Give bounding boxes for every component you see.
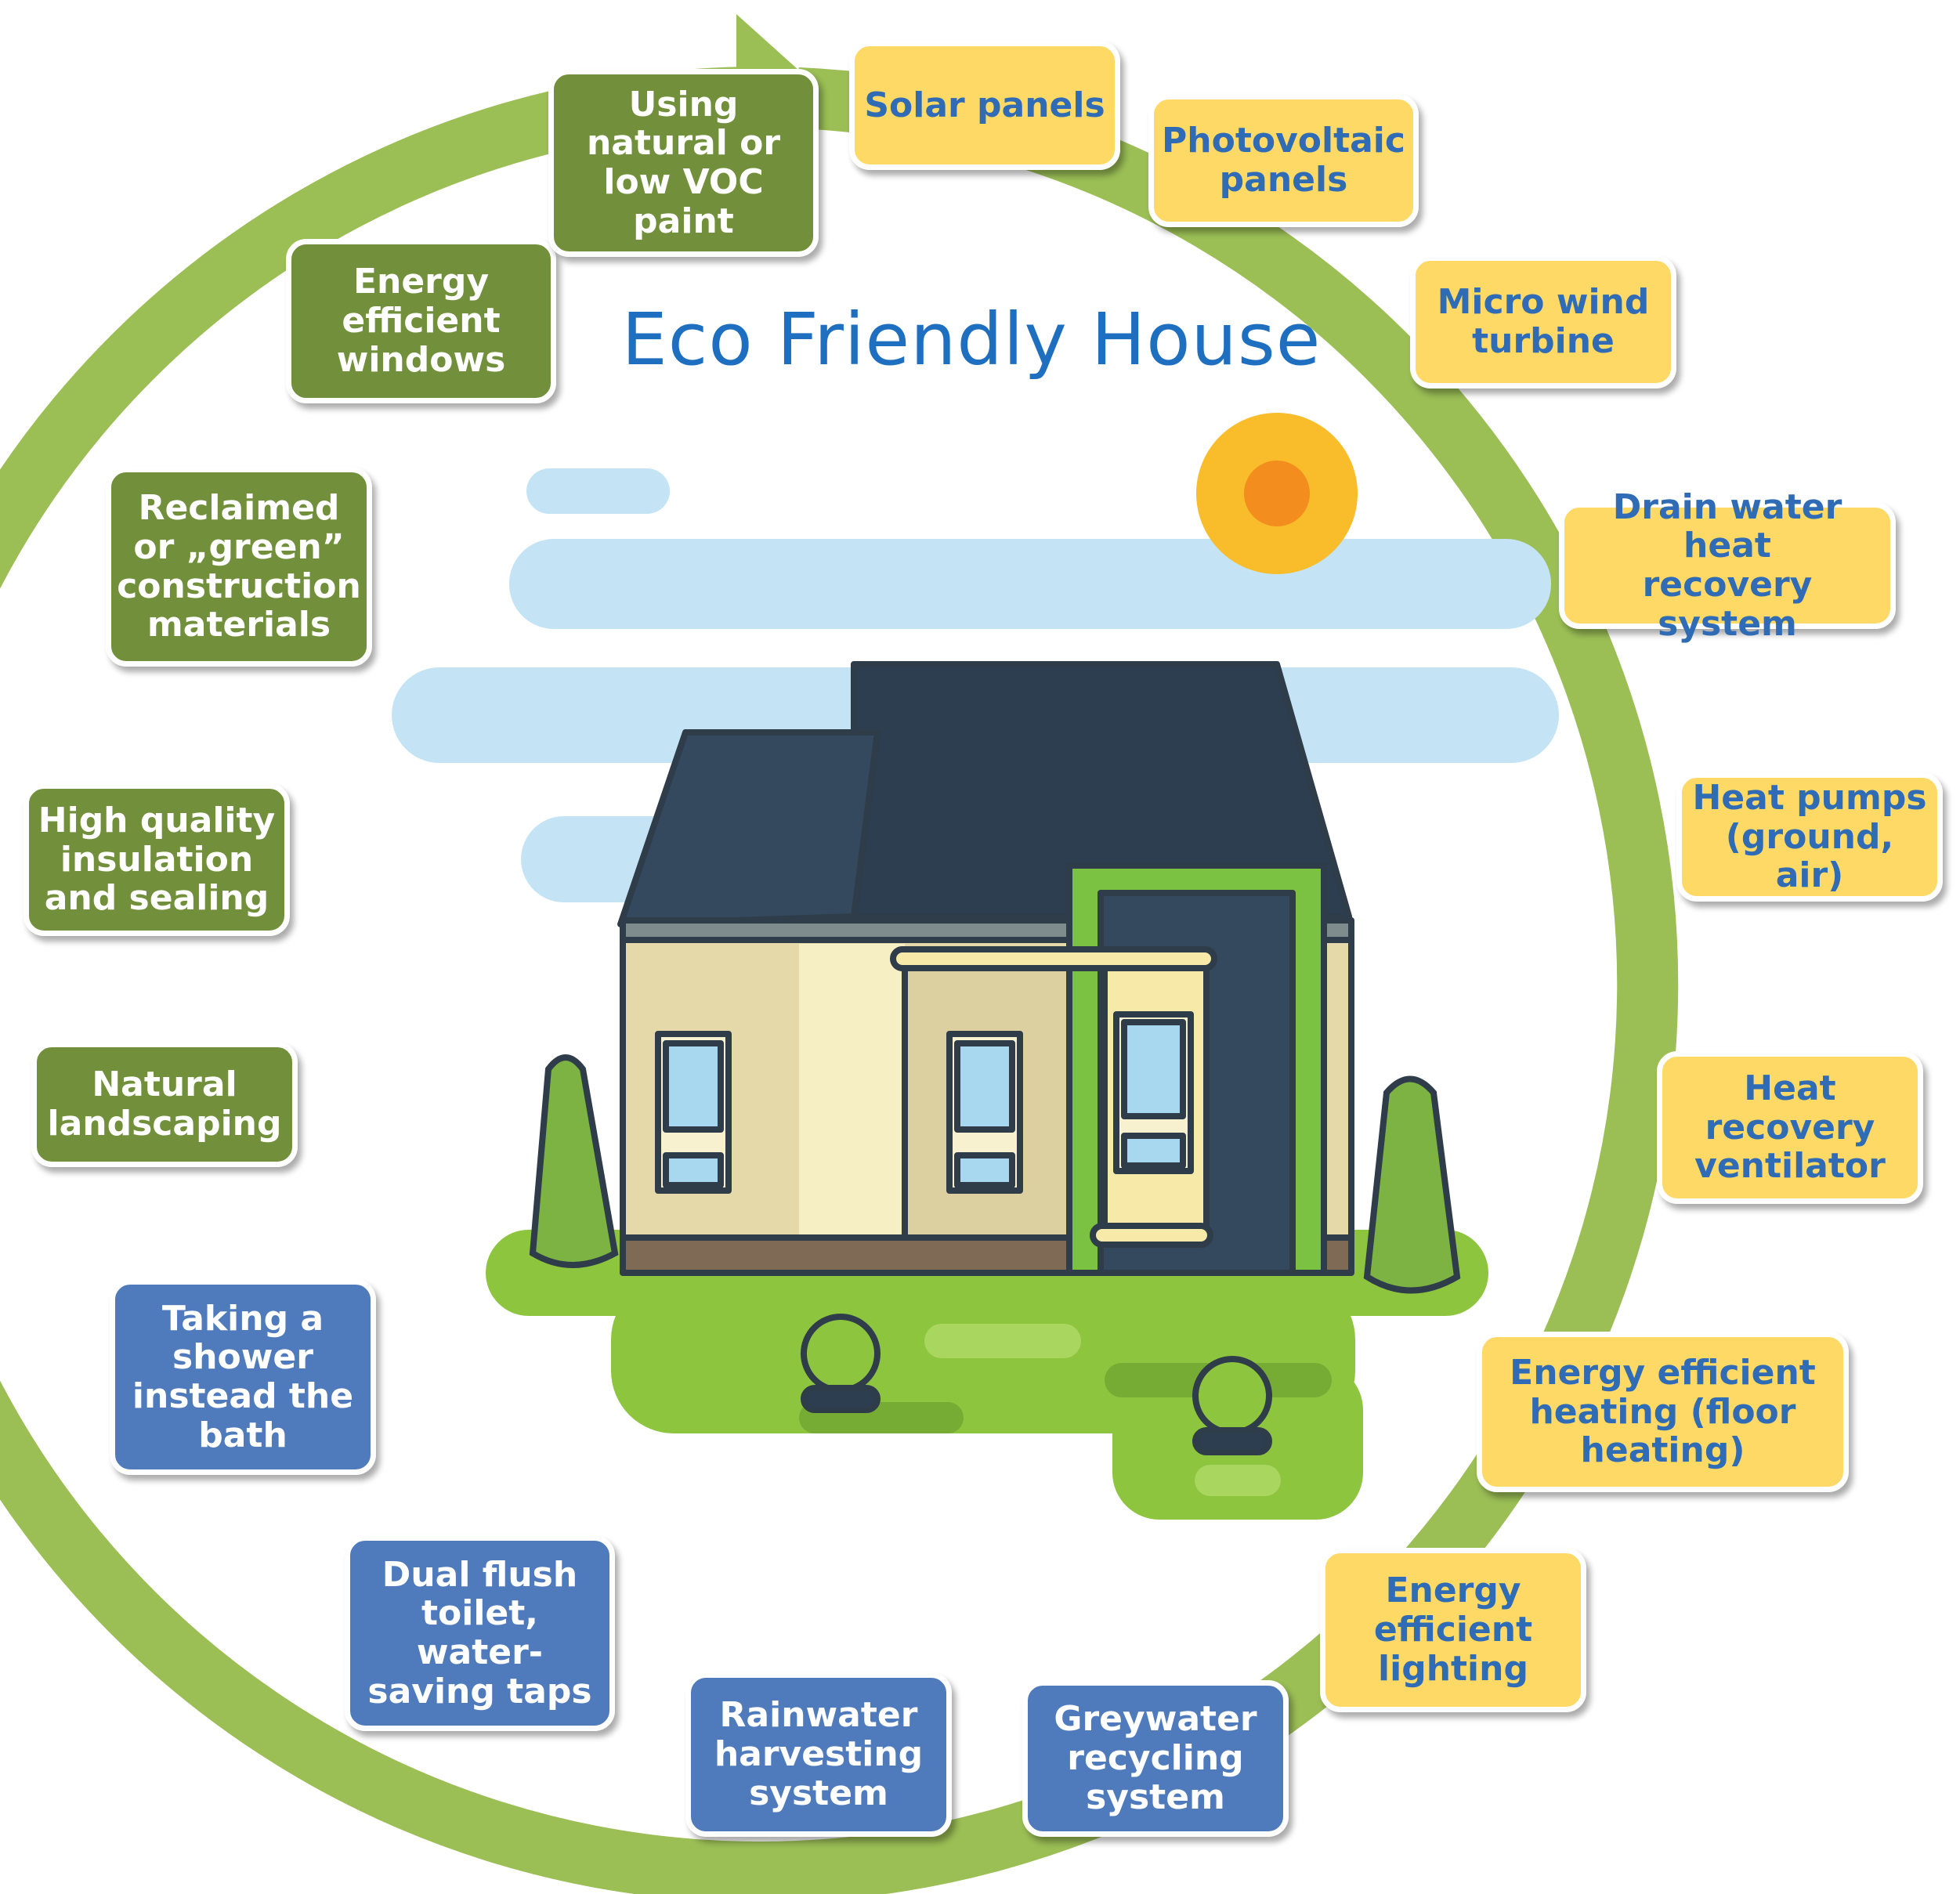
item-micro-wind-turbine: Micro wind turbine <box>1410 255 1676 389</box>
item-label: Reclaimed or „green” construction materi… <box>117 488 361 645</box>
item-label: Greywater recycling system <box>1054 1699 1257 1817</box>
diagram-title: Eco Friendly House <box>621 298 1322 381</box>
item-label: Drain water heat recovery system <box>1612 486 1842 644</box>
item-low-voc-paint: Using natural or low VOC paint <box>548 69 819 257</box>
item-photovoltaic-panels: Photovoltaic panels <box>1148 94 1419 227</box>
item-label: Heat pumps (ground, air) <box>1692 777 1927 896</box>
item-label: Using natural or low VOC paint <box>586 84 781 241</box>
item-label: Natural landscaping <box>47 1064 282 1144</box>
item-label: Energy efficient heating (floor heating) <box>1510 1352 1816 1471</box>
item-label: Dual flush toilet, water- saving taps <box>367 1554 592 1711</box>
item-label: Energy efficient lighting <box>1373 1571 1533 1689</box>
item-green-materials: Reclaimed or „green” construction materi… <box>106 467 372 667</box>
item-label: Solar panels <box>864 85 1105 125</box>
item-label: Taking a shower instead the bath <box>132 1298 354 1455</box>
item-greywater-recycling: Greywater recycling system <box>1022 1680 1289 1837</box>
item-heat-pumps: Heat pumps (ground, air) <box>1676 772 1943 902</box>
item-label: Energy efficient windows <box>336 262 506 380</box>
item-solar-panels: Solar panels <box>849 41 1120 170</box>
garden-lamp-left-illustration <box>801 1314 881 1413</box>
item-drain-water-heat-recovery: Drain water heat recovery system <box>1559 487 1896 643</box>
item-shower-instead-bath: Taking a shower instead the bath <box>110 1279 376 1475</box>
item-dual-flush-toilet: Dual flush toilet, water- saving taps <box>345 1535 615 1731</box>
item-insulation-sealing: High quality insulation and sealing <box>24 783 290 936</box>
item-label: Heat recovery ventilator <box>1694 1068 1886 1187</box>
item-rainwater-harvesting: Rainwater harvesting system <box>685 1672 952 1837</box>
house-illustration <box>617 661 1354 1276</box>
item-label: Photovoltaic panels <box>1162 121 1405 200</box>
item-label: High quality insulation and sealing <box>38 800 276 919</box>
item-label: Rainwater harvesting system <box>714 1695 924 1813</box>
sun-illustration <box>1196 413 1358 574</box>
item-energy-efficient-lighting: Energy efficient lighting <box>1320 1548 1586 1712</box>
bush-right-illustration <box>1363 1075 1461 1294</box>
item-energy-efficient-heating: Energy efficient heating (floor heating) <box>1477 1332 1849 1492</box>
garden-lamp-right-illustration <box>1192 1356 1272 1455</box>
item-energy-efficient-windows: Energy efficient windows <box>286 239 556 403</box>
bush-left-illustration <box>529 1054 619 1268</box>
item-heat-recovery-ventilator: Heat recovery ventilator <box>1657 1051 1923 1204</box>
item-natural-landscaping: Natural landscaping <box>31 1042 298 1167</box>
item-label: Micro wind turbine <box>1437 282 1650 361</box>
